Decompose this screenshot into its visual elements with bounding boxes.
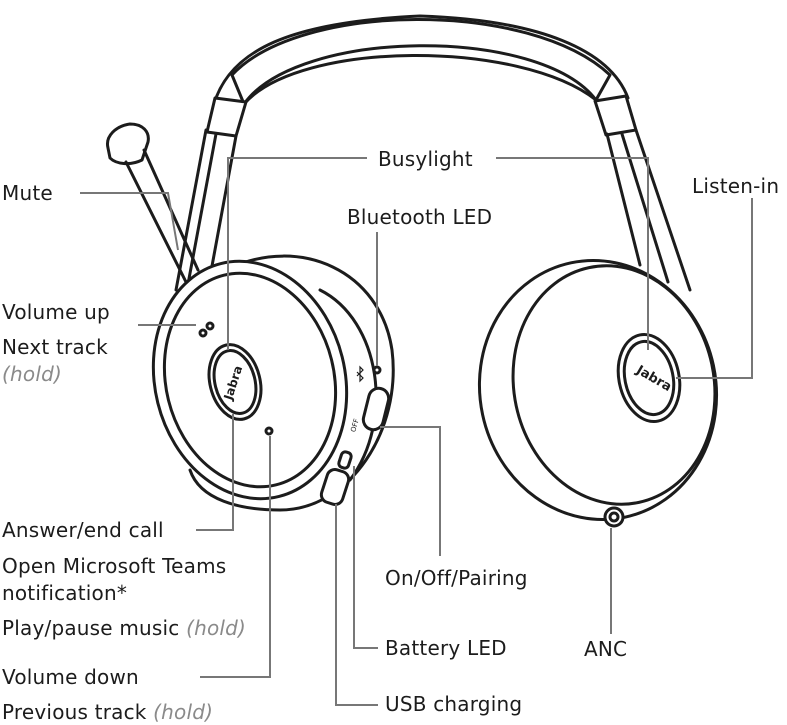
leader-mute (80, 192, 179, 251)
leader-usb (335, 504, 378, 706)
label-open-teams-2: notification* (2, 581, 128, 605)
label-volume-up: Volume up (2, 300, 110, 324)
label-battery-led: Battery LED (385, 636, 507, 660)
label-previous-track: Previous track (hold) (2, 700, 213, 724)
label-previous-track-text: Previous track (2, 700, 147, 724)
label-play-pause-text: Play/pause music (2, 616, 180, 640)
label-mute: Mute (2, 181, 53, 205)
label-previous-track-hold: (hold) (153, 700, 214, 724)
label-anc: ANC (584, 637, 628, 661)
right-ear-cup (477, 258, 719, 528)
leader-listen-in (676, 198, 753, 379)
label-busylight: Busylight (378, 147, 473, 171)
leader-busylight-right (496, 157, 649, 350)
label-usb-charging: USB charging (385, 692, 523, 716)
label-answer-end-call: Answer/end call (2, 518, 164, 542)
left-ear-cup (151, 254, 395, 512)
leader-volume-down (200, 436, 271, 678)
label-bluetooth-led: Bluetooth LED (347, 205, 493, 229)
label-listen-in: Listen-in (692, 174, 780, 198)
label-next-track-hold: (hold) (2, 362, 62, 386)
label-on-off-pairing: On/Off/Pairing (385, 566, 528, 590)
leader-answer (196, 414, 234, 531)
label-open-teams-1: Open Microsoft Teams (2, 554, 227, 578)
switch-off-mark: OFF (349, 418, 360, 433)
leader-busylight (227, 157, 367, 350)
boom-mic (106, 122, 200, 284)
headband (174, 14, 692, 292)
leader-battery (353, 466, 378, 649)
label-next-track: Next track (2, 335, 108, 359)
leader-lines (80, 157, 753, 706)
leader-on-off (380, 426, 441, 556)
bluetooth-icon (356, 365, 364, 383)
label-volume-down: Volume down (2, 665, 139, 689)
label-play-pause-hold: (hold) (186, 616, 247, 640)
label-play-pause: Play/pause music (hold) (2, 616, 246, 640)
